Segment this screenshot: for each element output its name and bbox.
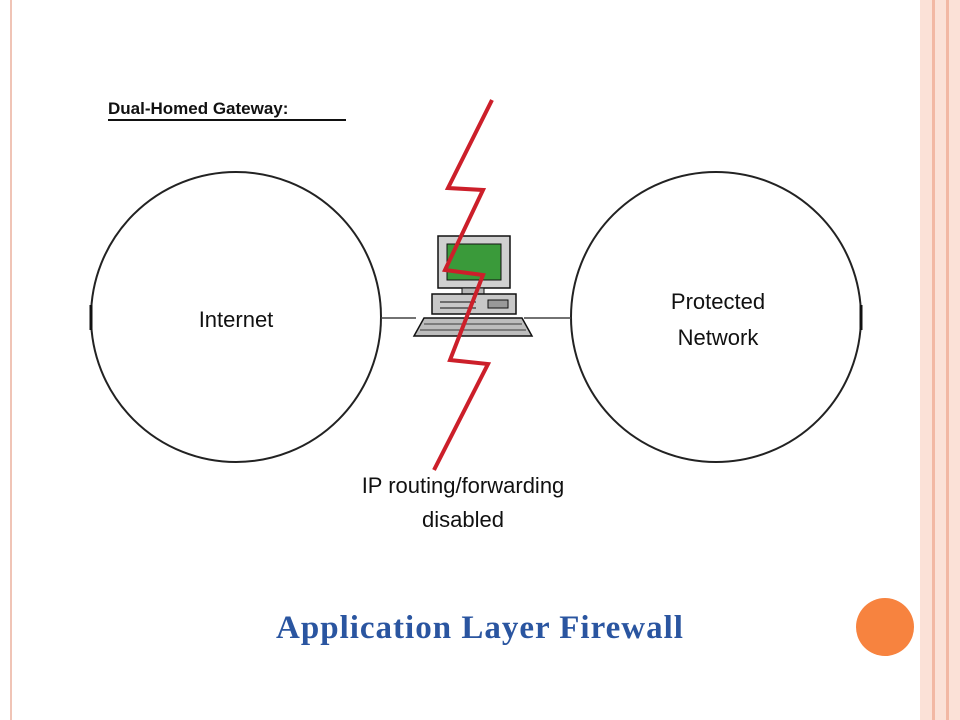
drive-bay [487,299,509,309]
routing-note-line2: disabled [422,507,504,532]
protected-label-line2: Network [678,325,760,350]
protected-network-circle [570,171,862,463]
gateway-computer-icon [412,235,534,337]
slide-caption: Application Layer Firewall [276,610,684,646]
routing-note-line1: IP routing/forwarding [362,473,565,498]
diagram-title: Dual-Homed Gateway: [108,99,288,118]
monitor-stand [461,287,485,295]
slide-right-line [946,0,949,720]
accent-circle [856,598,914,656]
slide-right-line [932,0,935,720]
slide-right-band [920,0,960,720]
lightning-bolt [432,99,494,471]
keyboard [412,317,534,337]
protected-label-line1: Protected [671,289,765,314]
slide-left-border [10,0,12,720]
internet-label: Internet [199,307,274,332]
